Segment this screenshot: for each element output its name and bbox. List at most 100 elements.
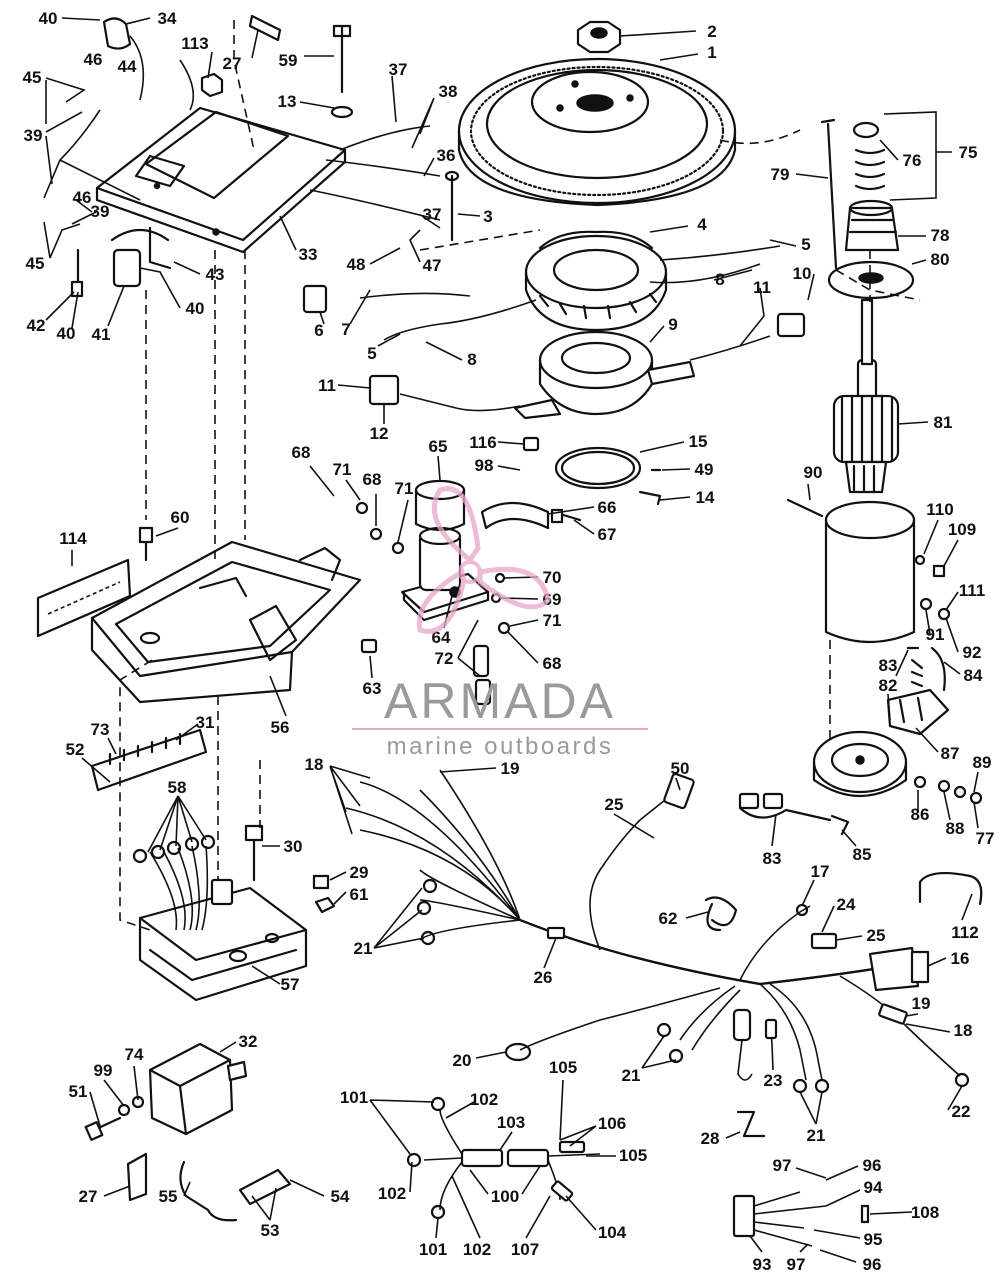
callout-81: 81 (934, 413, 953, 432)
callout-30: 30 (284, 837, 303, 856)
callout-40: 40 (39, 9, 58, 28)
callout-8: 8 (715, 270, 724, 289)
callout-68: 68 (363, 470, 382, 489)
callout-95: 95 (864, 1230, 883, 1249)
callout-22: 22 (952, 1102, 971, 1121)
watermark-brand: ARMADA (384, 673, 616, 729)
callout-5: 5 (367, 344, 376, 363)
callout-111: 111 (959, 581, 986, 600)
callout-116: 116 (469, 433, 496, 452)
callout-19: 19 (912, 994, 931, 1013)
callout-93: 93 (753, 1255, 772, 1274)
callout-72: 72 (435, 649, 454, 668)
callout-87: 87 (941, 744, 960, 763)
callout-39: 39 (91, 202, 110, 221)
terminal-box-cover (95, 106, 347, 254)
power-pack (138, 878, 308, 1002)
decal (36, 558, 132, 638)
callout-98: 98 (475, 456, 494, 475)
callout-29: 29 (350, 863, 369, 882)
callout-65: 65 (429, 437, 448, 456)
callout-71: 71 (333, 460, 352, 479)
callout-102: 102 (470, 1090, 498, 1109)
callout-43: 43 (206, 265, 225, 284)
callout-91: 91 (926, 625, 945, 644)
callout-3: 3 (483, 207, 492, 226)
callout-68: 68 (292, 443, 311, 462)
callout-96: 96 (863, 1255, 882, 1274)
callout-2: 2 (707, 22, 716, 41)
callout-57: 57 (281, 975, 300, 994)
callout-66: 66 (598, 498, 617, 517)
callout-113: 113 (181, 34, 208, 53)
callout-90: 90 (804, 463, 823, 482)
callout-75: 75 (959, 143, 978, 162)
callout-45: 45 (26, 254, 45, 273)
callout-59: 59 (279, 51, 298, 70)
callout-79: 79 (771, 165, 790, 184)
callout-19: 19 (501, 759, 520, 778)
callout-39: 39 (24, 126, 43, 145)
callout-37: 37 (423, 205, 442, 224)
callout-67: 67 (598, 525, 617, 544)
callout-94: 94 (864, 1178, 883, 1197)
callout-17: 17 (811, 862, 830, 881)
callout-44: 44 (118, 57, 137, 76)
callout-106: 106 (598, 1114, 626, 1133)
callout-26: 26 (534, 968, 553, 987)
callout-24: 24 (837, 895, 856, 914)
callout-45: 45 (23, 68, 42, 87)
callout-85: 85 (853, 845, 872, 864)
callout-4: 4 (697, 215, 707, 234)
callout-49: 49 (695, 460, 714, 479)
callout-54: 54 (331, 1187, 350, 1206)
flywheel-nut (576, 20, 622, 54)
callout-32: 32 (239, 1032, 258, 1051)
stator (524, 230, 668, 332)
starter-drive (844, 121, 900, 252)
callout-40: 40 (57, 324, 76, 343)
electrical-bracket (90, 540, 362, 704)
callout-51: 51 (69, 1082, 88, 1101)
retainer-ring (554, 446, 642, 490)
callout-96: 96 (863, 1156, 882, 1175)
callout-41: 41 (92, 325, 111, 344)
callout-8: 8 (467, 350, 476, 369)
callout-16: 16 (951, 949, 970, 968)
flywheel (457, 57, 737, 207)
callout-114: 114 (59, 529, 87, 548)
callout-37: 37 (389, 60, 408, 79)
callout-78: 78 (931, 226, 950, 245)
callout-21: 21 (807, 1126, 826, 1145)
callout-88: 88 (946, 819, 965, 838)
callout-101: 101 (419, 1240, 447, 1259)
callout-9: 9 (668, 315, 677, 334)
callout-102: 102 (463, 1240, 491, 1259)
watermark-logo: ARMADA marine outboards (352, 486, 648, 760)
callout-12: 12 (370, 424, 389, 443)
callout-68: 68 (543, 654, 562, 673)
callout-103: 103 (497, 1113, 525, 1132)
callout-15: 15 (689, 432, 708, 451)
callout-50: 50 (671, 759, 690, 778)
callout-62: 62 (659, 909, 678, 928)
callout-28: 28 (701, 1129, 720, 1148)
callout-47: 47 (423, 256, 442, 275)
callout-105: 105 (549, 1058, 577, 1077)
callout-34: 34 (158, 9, 177, 28)
callout-18: 18 (305, 755, 324, 774)
propeller-icon (416, 486, 551, 634)
callout-86: 86 (911, 805, 930, 824)
callout-71: 71 (395, 479, 414, 498)
callout-46: 46 (84, 50, 103, 69)
callout-92: 92 (963, 643, 982, 662)
small-hardware (43, 14, 983, 1247)
callout-52: 52 (66, 740, 85, 759)
callout-61: 61 (350, 885, 369, 904)
callout-84: 84 (964, 666, 983, 685)
callout-27: 27 (223, 54, 242, 73)
callout-33: 33 (299, 245, 318, 264)
starter-plate (827, 260, 915, 300)
